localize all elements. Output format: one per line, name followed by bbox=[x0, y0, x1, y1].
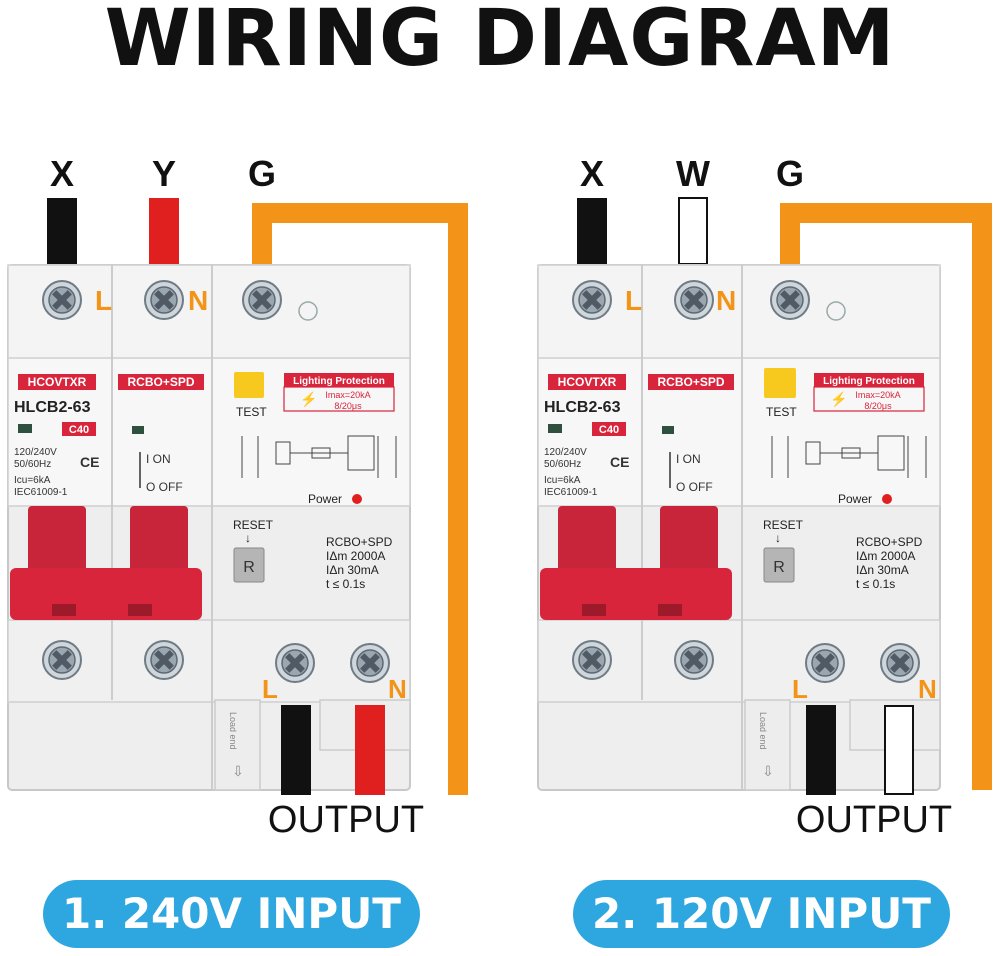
bottom-label-l: L bbox=[792, 674, 808, 704]
rcbo-spec-in: IΔn 30mA bbox=[856, 563, 909, 577]
rcbo-spec-type: RCBO+SPD bbox=[856, 535, 923, 549]
ground-wire bbox=[780, 203, 992, 790]
breaker-handle[interactable] bbox=[10, 506, 202, 620]
model-label: HLCB2-63 bbox=[544, 399, 621, 416]
top-label-l: L bbox=[625, 285, 642, 316]
input-label-240v: 1. 240V INPUT bbox=[43, 880, 420, 948]
load-end-label: Load end bbox=[758, 712, 768, 750]
breaker-handle[interactable] bbox=[540, 506, 732, 620]
rating-label: C40 bbox=[69, 424, 89, 436]
test-button[interactable] bbox=[764, 368, 796, 398]
imax-label: Imax=20kA bbox=[325, 390, 370, 400]
reset-button[interactable] bbox=[233, 547, 265, 583]
power-label: Power bbox=[838, 492, 872, 506]
reset-key: R bbox=[773, 559, 785, 576]
reset-button[interactable] bbox=[763, 547, 795, 583]
output-label: OUTPUT bbox=[268, 799, 424, 841]
circuit-schematic bbox=[771, 435, 927, 478]
output-wire-n bbox=[355, 705, 385, 795]
spec-frequency: 50/60Hz bbox=[14, 459, 51, 470]
bottom-label-l: L bbox=[262, 674, 278, 704]
ce-mark: CE bbox=[80, 454, 99, 470]
reset-arrow-icon: ↓ bbox=[775, 531, 781, 545]
on-label: I ON bbox=[676, 452, 701, 466]
rcbo-spec-in: IΔn 30mA bbox=[326, 563, 379, 577]
spec-voltage: 120/240V bbox=[14, 447, 57, 458]
rcbo-spec-im: IΔm 2000A bbox=[326, 549, 385, 563]
waveform-label: 8/20μs bbox=[334, 401, 362, 411]
lightning-title: Lighting Protection bbox=[823, 376, 915, 387]
lightning-title: Lighting Protection bbox=[293, 376, 385, 387]
waveform-label: 8/20μs bbox=[864, 401, 892, 411]
bottom-label-n: N bbox=[918, 674, 937, 704]
spec-icu: Icu=6kA bbox=[544, 475, 581, 486]
type-label: RCBO+SPD bbox=[127, 375, 194, 389]
spec-frequency: 50/60Hz bbox=[544, 459, 581, 470]
reset-arrow-icon: ↓ bbox=[245, 531, 251, 545]
off-label: O OFF bbox=[146, 480, 183, 494]
ce-mark: CE bbox=[610, 454, 629, 470]
spec-icu: Icu=6kA bbox=[14, 475, 51, 486]
output-label: OUTPUT bbox=[796, 799, 952, 841]
lightning-icon: ⚡ bbox=[830, 391, 847, 408]
wire-label-x: X bbox=[580, 153, 604, 194]
rcbo-spec-t: t ≤ 0.1s bbox=[856, 577, 895, 591]
imax-label: Imax=20kA bbox=[855, 390, 900, 400]
reset-label: RESET bbox=[233, 518, 274, 532]
ground-wire bbox=[252, 203, 468, 795]
power-label: Power bbox=[308, 492, 342, 506]
model-label: HLCB2-63 bbox=[14, 399, 91, 416]
page-title: WIRING DIAGRAM bbox=[104, 0, 896, 84]
test-label: TEST bbox=[766, 405, 797, 419]
output-wire-l bbox=[281, 705, 311, 795]
on-label: I ON bbox=[146, 452, 171, 466]
type-label: RCBO+SPD bbox=[657, 375, 724, 389]
panel-120v: X W G L N HCOVTXR RCBO+SPD HLCB2-63 C40 … bbox=[537, 153, 992, 841]
spec-voltage: 120/240V bbox=[544, 447, 587, 458]
wire-label-w: W bbox=[676, 153, 710, 194]
top-label-n: N bbox=[716, 285, 736, 316]
load-end-arrow-icon: ⇩ bbox=[762, 763, 774, 779]
wire-x bbox=[577, 198, 607, 266]
rcbo-spec-im: IΔm 2000A bbox=[856, 549, 915, 563]
panel-240v: X Y G L N HCOVTXR RCBO+SPD HLCB2-63 C40 bbox=[7, 153, 468, 841]
wire-w bbox=[678, 197, 708, 265]
load-end-arrow-icon: ⇩ bbox=[232, 763, 244, 779]
rcbo-spec-type: RCBO+SPD bbox=[326, 535, 393, 549]
wire-x bbox=[47, 198, 77, 266]
wire-label-y: Y bbox=[152, 153, 176, 194]
rating-label: C40 bbox=[599, 424, 619, 436]
brand-label: HCOVTXR bbox=[28, 375, 87, 389]
output-wire-l bbox=[806, 705, 836, 795]
rcbo-spec-t: t ≤ 0.1s bbox=[326, 577, 365, 591]
power-indicator bbox=[882, 494, 892, 504]
off-label: O OFF bbox=[676, 480, 713, 494]
power-indicator bbox=[352, 494, 362, 504]
wire-label-g: G bbox=[248, 153, 276, 194]
top-label-n: N bbox=[188, 285, 208, 316]
ground-symbol-icon bbox=[826, 301, 846, 321]
reset-label: RESET bbox=[763, 518, 804, 532]
spec-standard: IEC61009-1 bbox=[14, 487, 68, 498]
wire-label-x: X bbox=[50, 153, 74, 194]
reset-key: R bbox=[243, 559, 255, 576]
circuit-schematic bbox=[241, 435, 397, 478]
brand-label: HCOVTXR bbox=[558, 375, 617, 389]
test-label: TEST bbox=[236, 405, 267, 419]
load-end-label: Load end bbox=[228, 712, 238, 750]
wire-y bbox=[149, 198, 179, 266]
bottom-label-n: N bbox=[388, 674, 407, 704]
top-label-l: L bbox=[95, 285, 112, 316]
test-button[interactable] bbox=[234, 372, 264, 398]
wire-label-g: G bbox=[776, 153, 804, 194]
input-label-120v: 2. 120V INPUT bbox=[573, 880, 950, 948]
lightning-icon: ⚡ bbox=[300, 391, 317, 408]
output-wire-n bbox=[884, 705, 914, 795]
ground-symbol-icon bbox=[298, 301, 318, 321]
spec-standard: IEC61009-1 bbox=[544, 487, 598, 498]
